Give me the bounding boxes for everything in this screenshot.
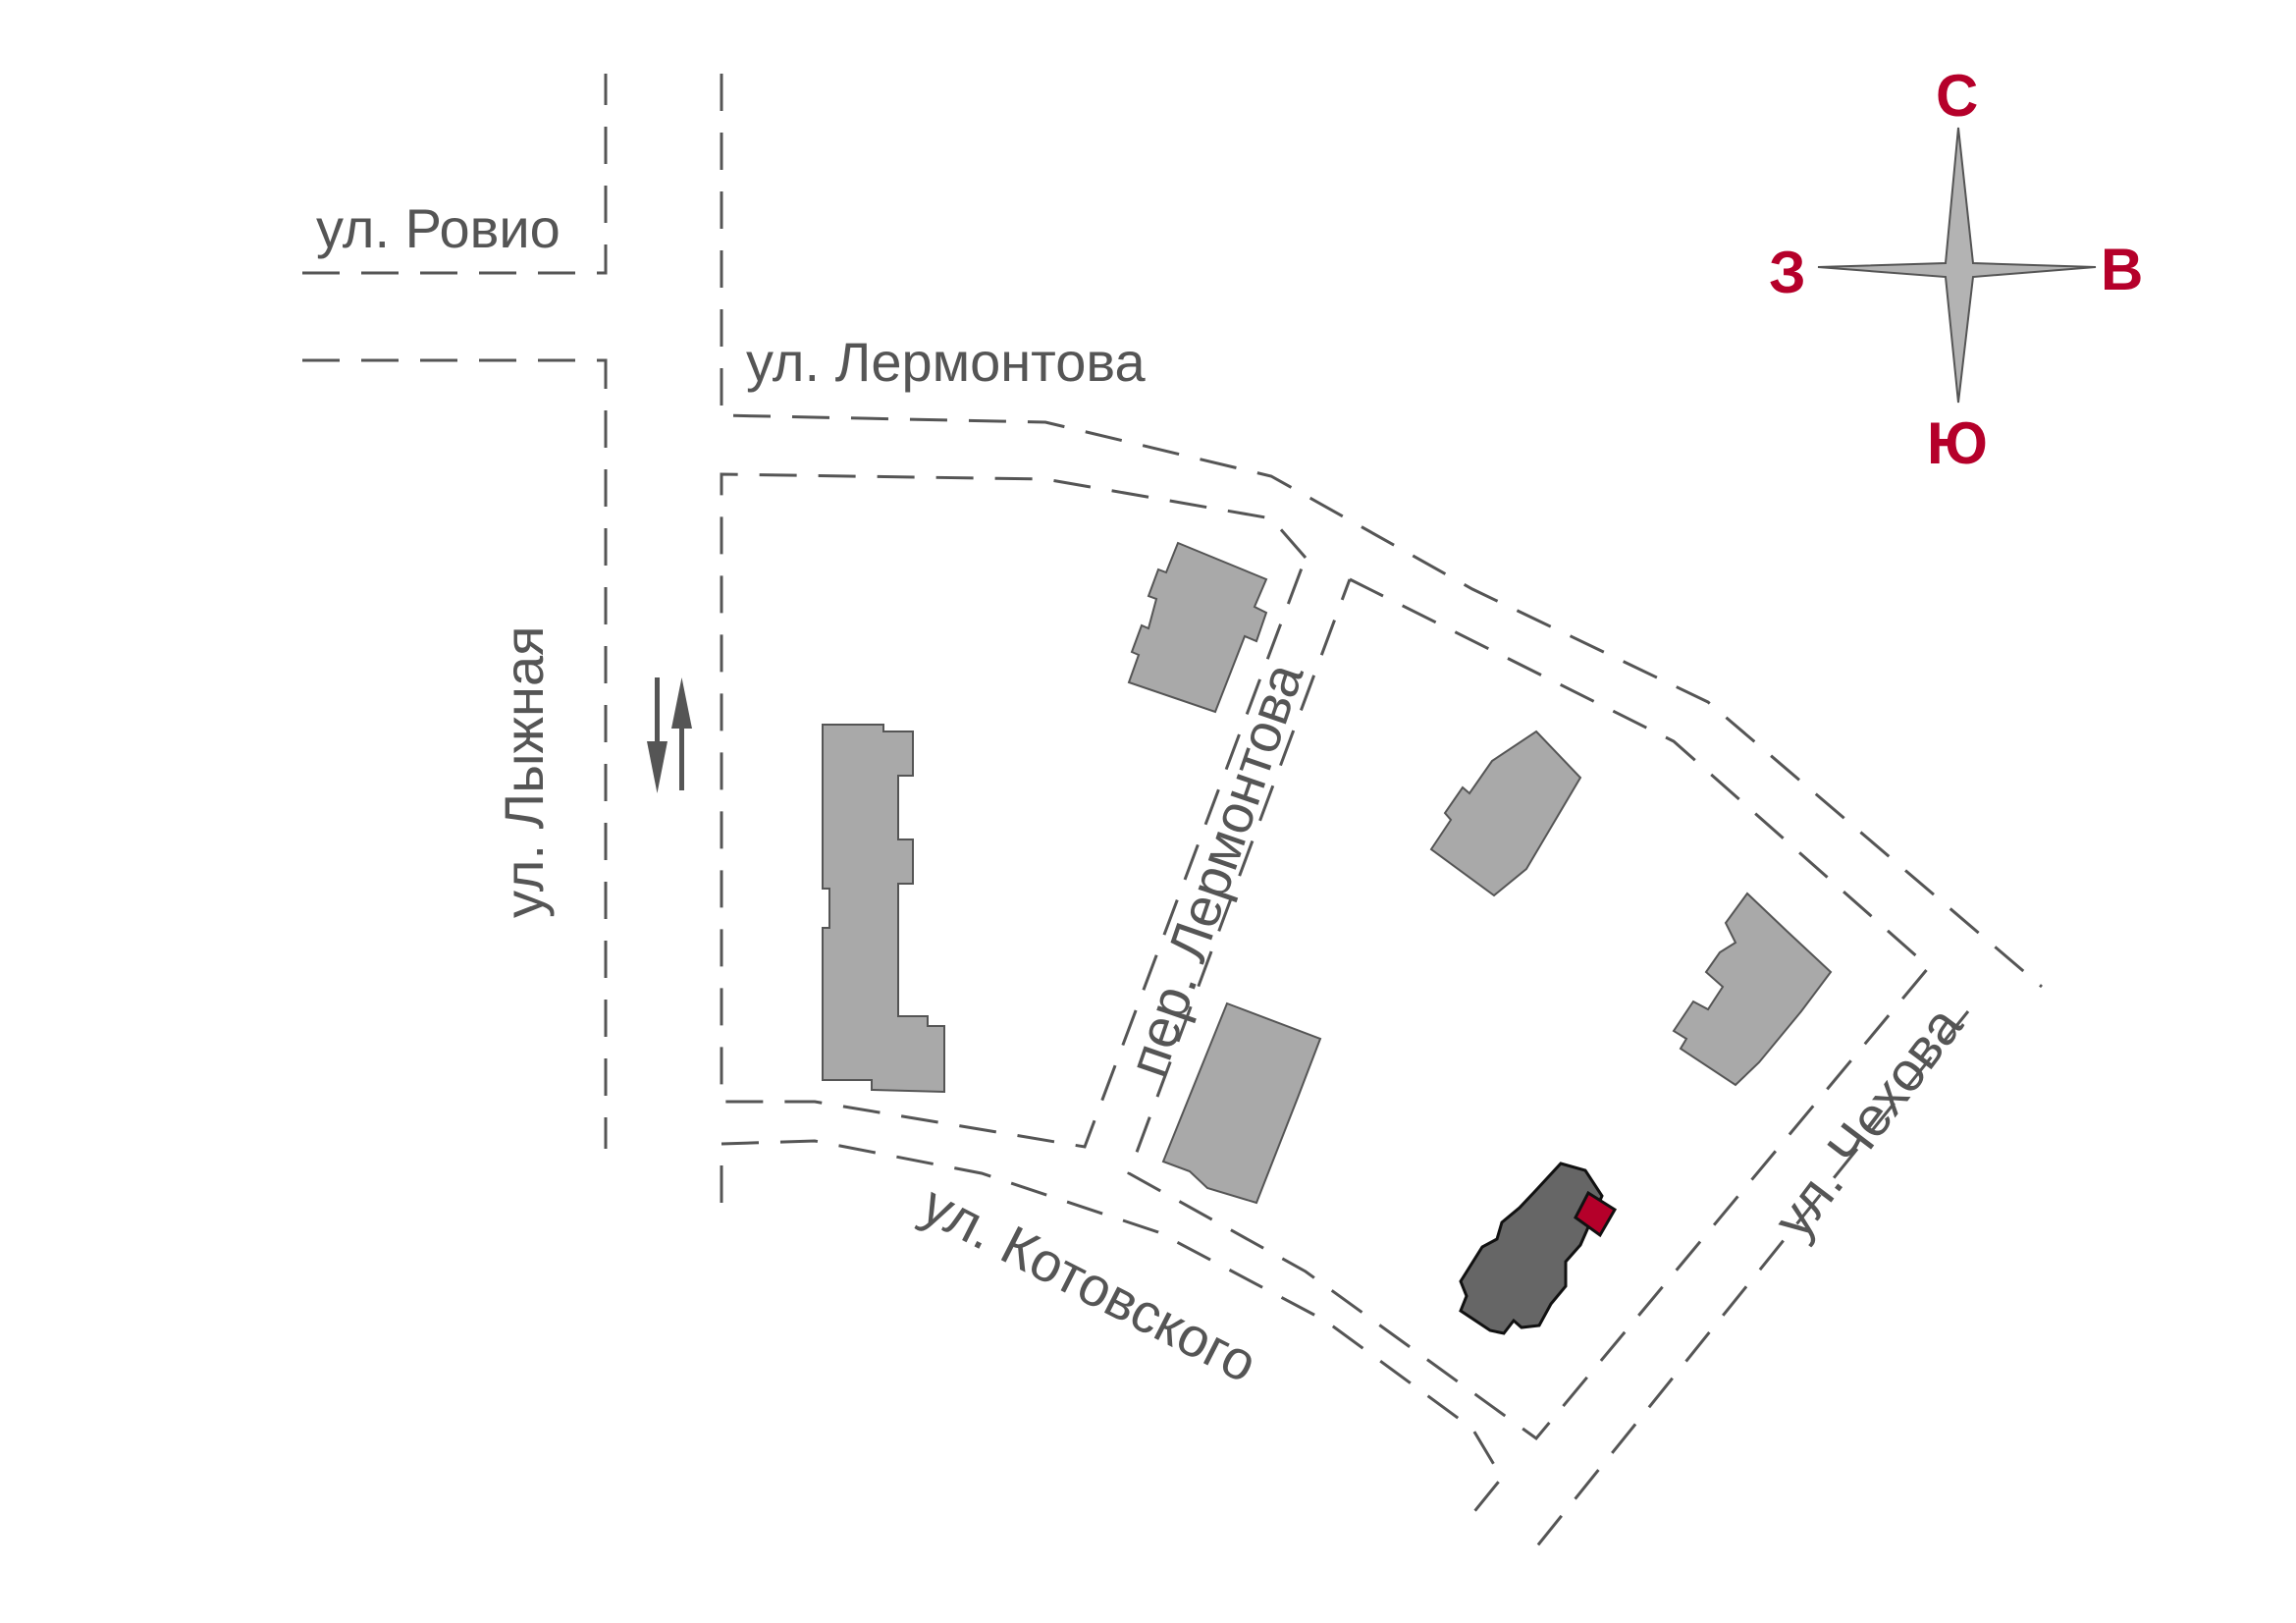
building-highlighted <box>1459 1162 1604 1335</box>
street-label-rovio: ул. Ровио <box>316 197 561 259</box>
compass-east-label: В <box>2101 237 2143 302</box>
compass-west-label: З <box>1769 240 1806 305</box>
road-kotovskogo <box>720 1139 1504 1521</box>
road-lermontova-south-east <box>1127 577 1932 1441</box>
street-label-lyzhnaya: ул. Лыжная <box>493 626 555 918</box>
compass-rose-icon: С В Ю З <box>1769 63 2143 476</box>
street-label-per-lermontova: пер. Лермонтова <box>1116 655 1315 1084</box>
street-label-kotovskogo: ул. Котовского <box>913 1173 1267 1394</box>
road-rovio-lower <box>302 358 608 1149</box>
buildings <box>822 541 1833 1335</box>
building-east-upper <box>1429 730 1582 897</box>
road-lermontova-north <box>720 74 2043 989</box>
road-rovio-upper <box>302 74 608 275</box>
road-lermontova-south-west <box>720 472 1308 1149</box>
two-way-traffic-icon <box>647 677 692 793</box>
building-east-lower <box>1672 892 1833 1087</box>
building-highlight-marker <box>1574 1190 1618 1238</box>
building-west-long <box>822 724 945 1094</box>
street-label-chekhova: ул. Чехова <box>1761 995 1974 1249</box>
compass-north-label: С <box>1936 63 1978 129</box>
road-network <box>302 74 2043 1554</box>
building-central-slab <box>1161 1001 1322 1205</box>
building-north-small <box>1127 541 1268 714</box>
street-label-lermontova: ул. Лермонтова <box>746 331 1146 393</box>
compass-south-label: Ю <box>1927 410 1988 476</box>
